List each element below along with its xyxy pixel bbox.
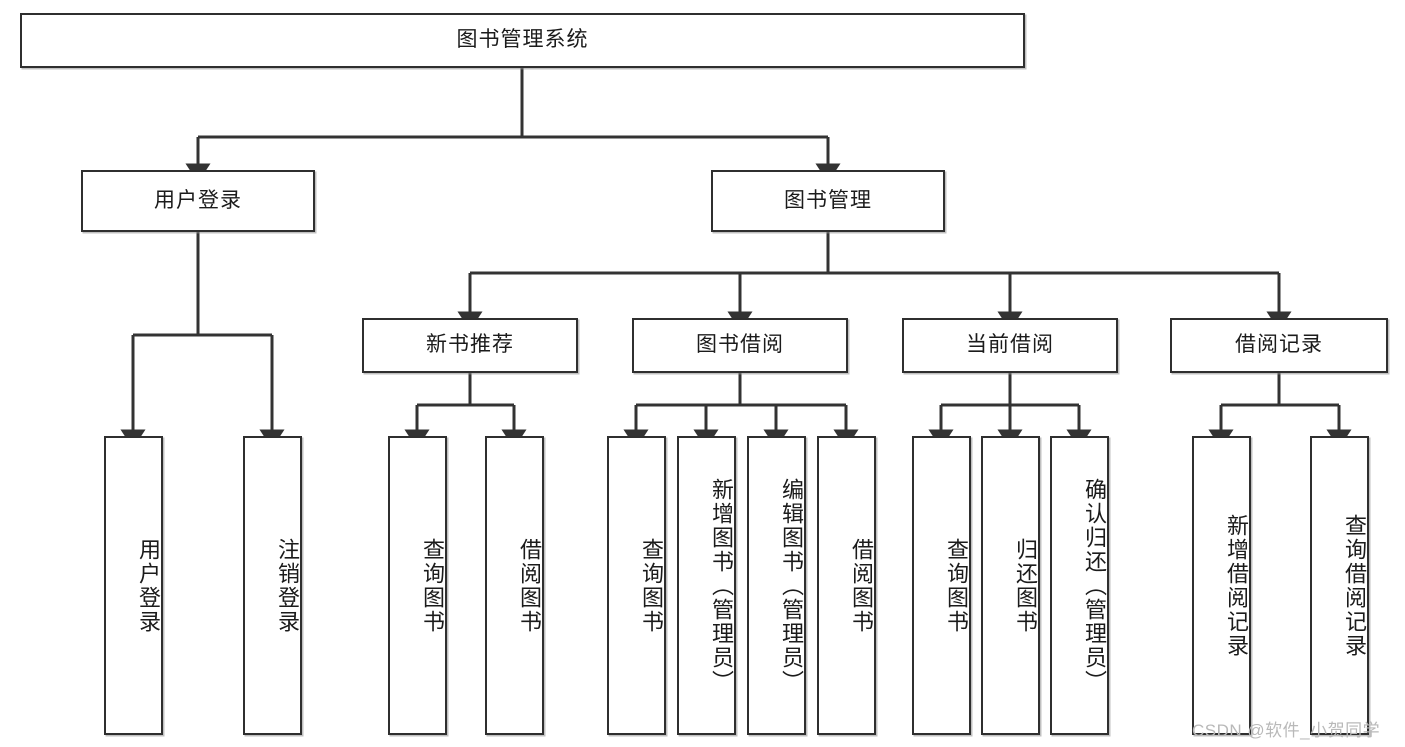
node-label: 借阅图书 <box>517 537 542 634</box>
node-leaf-query-book-borrow[interactable]: 查询图书 <box>607 436 666 735</box>
node-label: 借阅记录 <box>1235 333 1323 357</box>
node-current-borrow[interactable]: 当前借阅 <box>902 318 1118 373</box>
node-label: 新增图书（管理员） <box>709 477 734 694</box>
node-leaf-add-borrow-record[interactable]: 新增借阅记录 <box>1192 436 1251 735</box>
node-label: 新增借阅记录 <box>1224 513 1249 658</box>
node-leaf-user-login[interactable]: 用户登录 <box>104 436 163 735</box>
node-label: 借阅图书 <box>849 537 874 634</box>
node-label: 用户登录 <box>136 537 161 634</box>
node-leaf-confirm-return-admin[interactable]: 确认归还（管理员） <box>1050 436 1109 735</box>
csdn-watermark: CSDN @软件_小贺同学 <box>1192 721 1381 740</box>
node-leaf-query-book-recommend[interactable]: 查询图书 <box>388 436 447 735</box>
node-label: 图书借阅 <box>696 333 784 357</box>
node-leaf-borrow-book-recommend[interactable]: 借阅图书 <box>485 436 544 735</box>
node-borrow-records[interactable]: 借阅记录 <box>1170 318 1388 373</box>
node-root-system[interactable]: 图书管理系统 <box>20 13 1025 68</box>
node-label: 查询图书 <box>420 537 445 634</box>
node-new-book-recommend[interactable]: 新书推荐 <box>362 318 578 373</box>
node-label: 查询借阅记录 <box>1342 513 1367 658</box>
node-leaf-add-book-admin[interactable]: 新增图书（管理员） <box>677 436 736 735</box>
node-label: 查询图书 <box>639 537 664 634</box>
node-label: 图书管理系统 <box>456 28 589 52</box>
node-label: 新书推荐 <box>426 333 514 357</box>
node-label: 图书管理 <box>784 188 872 212</box>
node-leaf-borrow-book[interactable]: 借阅图书 <box>817 436 876 735</box>
node-label: 注销登录 <box>275 537 300 634</box>
node-book-management[interactable]: 图书管理 <box>711 170 945 232</box>
node-leaf-query-borrow-record[interactable]: 查询借阅记录 <box>1310 436 1369 735</box>
node-book-borrow[interactable]: 图书借阅 <box>632 318 848 373</box>
node-leaf-query-book-current[interactable]: 查询图书 <box>912 436 971 735</box>
node-user-login[interactable]: 用户登录 <box>81 170 315 232</box>
node-leaf-edit-book-admin[interactable]: 编辑图书（管理员） <box>747 436 806 735</box>
node-leaf-return-book[interactable]: 归还图书 <box>981 436 1040 735</box>
node-label: 用户登录 <box>154 188 242 212</box>
node-label: 归还图书 <box>1013 537 1038 634</box>
node-label: 编辑图书（管理员） <box>779 477 804 694</box>
node-label: 确认归还（管理员） <box>1082 477 1107 694</box>
node-label: 查询图书 <box>944 537 969 634</box>
node-leaf-logout[interactable]: 注销登录 <box>243 436 302 735</box>
node-label: 当前借阅 <box>966 333 1054 357</box>
